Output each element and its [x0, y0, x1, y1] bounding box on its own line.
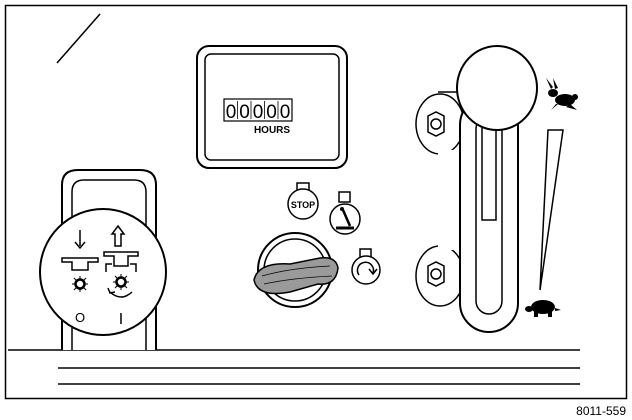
throttle-control[interactable] — [408, 45, 578, 333]
hour-meter-unit-label: HOURS — [254, 125, 290, 136]
stop-icon: STOP — [287, 182, 319, 220]
figure-reference-number: 8011-559 — [576, 404, 626, 418]
run-icon — [329, 191, 361, 235]
throttle-speed-wedge — [539, 129, 564, 291]
hour-digit: 0 — [280, 102, 291, 123]
hour-meter-digits: 0 0 0 0 0 — [223, 98, 293, 123]
hour-digit: 0 — [226, 102, 237, 123]
ignition-key[interactable] — [253, 232, 339, 308]
rabbit-fast-icon — [546, 78, 578, 110]
stop-label: STOP — [291, 200, 315, 210]
pto-off-symbol: O — [75, 310, 85, 325]
ignition-switch[interactable]: STOP — [253, 182, 381, 308]
hour-meter: 0 0 0 0 0 HOURS — [196, 45, 348, 169]
hour-digit: 0 — [239, 102, 250, 123]
pto-engage-icon — [103, 224, 139, 298]
pto-on-symbol: I — [119, 311, 123, 328]
panel-edge-line — [56, 13, 101, 64]
hex-nut-lower — [427, 261, 445, 287]
hour-digit: 0 — [253, 102, 264, 123]
hour-digit: 0 — [266, 102, 277, 123]
panel-bottom-edge — [8, 349, 580, 385]
start-icon — [351, 248, 381, 285]
pto-switch[interactable]: O I — [39, 169, 167, 350]
figure-frame — [4, 4, 628, 400]
hex-nut-upper — [427, 111, 445, 137]
throttle-knob[interactable] — [456, 45, 538, 131]
pto-disengage-icon — [61, 230, 99, 292]
turtle-slow-icon — [525, 300, 561, 317]
